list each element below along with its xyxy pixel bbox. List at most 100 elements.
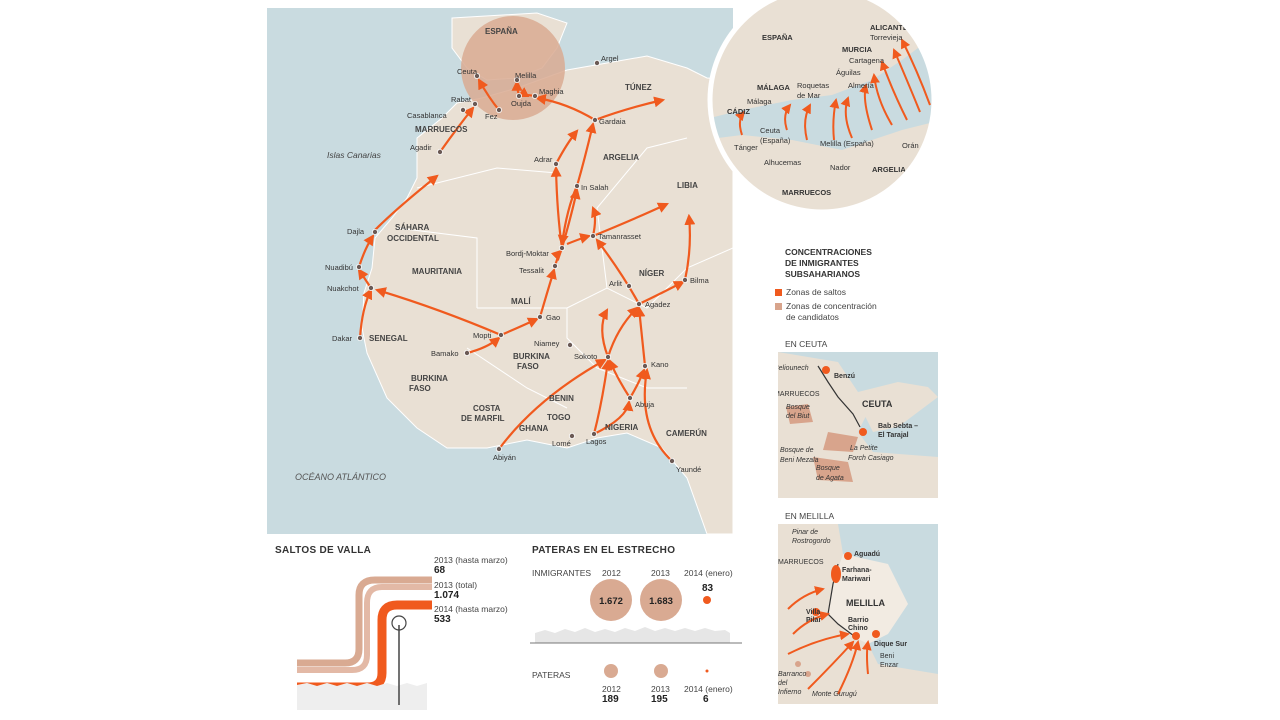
city-marker: [568, 432, 575, 439]
map-labels: ESPAÑATÚNEZMARRUECOSARGELIALIBIASÁHARAOC…: [325, 27, 710, 474]
islands-label: Islas Canarias: [327, 150, 382, 160]
migration-route: [595, 238, 640, 305]
country-label: FASO: [409, 384, 431, 393]
country-label: MALÍ: [511, 297, 531, 306]
city-label: Agadir: [410, 143, 432, 152]
imm-bubble-2014: [703, 596, 711, 604]
city-marker: [357, 334, 364, 341]
migration-route: [592, 202, 669, 238]
boat-value-2012: 189: [602, 694, 619, 705]
ceuta-label: Forch Casiago: [848, 455, 894, 462]
city-label: Fez: [485, 112, 498, 121]
city-label: Abuja: [635, 400, 655, 409]
city-label: Melilla: [515, 71, 537, 80]
melilla-route: [837, 640, 862, 695]
boat-value-2014: 6: [703, 694, 709, 705]
strait-label: ESPAÑA: [762, 33, 793, 42]
melilla-label: MARRUECOS: [778, 559, 824, 566]
imm-value-2013: 1.683: [649, 596, 673, 607]
melilla-route: [807, 640, 855, 690]
ocean-label: OCÉANO ATLÁNTICO: [295, 472, 386, 482]
melilla-label: Barranco: [778, 671, 807, 678]
imm-value-2014: 83: [702, 583, 714, 594]
melilla-label: Mariwari: [842, 576, 870, 583]
ceuta-label: Benzú: [834, 373, 855, 380]
country-label: MARRUECOS: [415, 125, 468, 134]
city-label: Gao: [546, 313, 560, 322]
city-label: Lomé: [552, 439, 571, 448]
country-label: MAURITANIA: [412, 267, 462, 276]
strait-label: Cartagena: [849, 56, 885, 65]
saltos-value: 68: [434, 565, 446, 576]
melilla-route: [787, 630, 850, 655]
city-marker: [356, 263, 363, 270]
saltos-value: 533: [434, 614, 451, 625]
legend-title-line: DE INMIGRANTES: [785, 258, 859, 268]
strait-route: [734, 110, 746, 136]
city-marker: [372, 228, 379, 235]
imm-year-2012: 2012: [602, 568, 621, 578]
migration-route: [606, 306, 639, 358]
city-label: Sokoto: [574, 352, 597, 361]
country-label: ESPAÑA: [485, 27, 518, 36]
ceuta-label: Bosque: [786, 404, 810, 411]
migration-route: [498, 358, 607, 450]
legend-item-jumps: Zonas de saltos: [775, 287, 846, 297]
country-label: FASO: [517, 362, 539, 371]
strait-route: [869, 73, 893, 126]
country-label: NIGERIA: [605, 423, 639, 432]
city-label: Ceuta: [457, 67, 478, 76]
city-label: In Salah: [581, 183, 609, 192]
ceuta-label: Bosque: [816, 465, 840, 472]
city-marker: [641, 362, 648, 369]
city-marker: [635, 300, 642, 307]
city-marker: [552, 160, 559, 167]
ceuta-label: del Biut: [786, 413, 810, 420]
city-label: Bilma: [690, 276, 710, 285]
melilla-label: del: [778, 680, 788, 687]
melilla-route: [861, 640, 872, 675]
city-label: Bamako: [431, 349, 459, 358]
imm-year-2013: 2013: [651, 568, 670, 578]
strait-route: [892, 48, 921, 113]
city-label: Tamanrasset: [598, 232, 642, 241]
city-label: Arlit: [609, 279, 623, 288]
city-marker: [566, 341, 573, 348]
migration-route: [634, 305, 647, 367]
imm-year-2014: 2014 (enero): [684, 568, 733, 578]
city-label: Maghia: [539, 87, 564, 96]
legend-title-line: SUBSAHARIANOS: [785, 269, 861, 279]
strait-label: ALICANTE: [870, 23, 908, 32]
country-label: BENIN: [549, 394, 574, 403]
boat-bubble-2013: [654, 664, 668, 678]
country-label: LIBIA: [677, 181, 698, 190]
pateras-chart: 1.672 1.683: [530, 579, 742, 678]
country-label: TOGO: [547, 413, 570, 422]
strait-label: Melilla (España): [820, 139, 874, 148]
immigrants-label: INMIGRANTES: [532, 568, 592, 578]
city-label: Gardaia: [599, 117, 627, 126]
city-marker: [536, 313, 543, 320]
ceuta-label: Beliounech: [778, 365, 809, 372]
legend-item-concentration: Zonas de concentración de candidatos: [775, 301, 877, 323]
migration-route: [500, 317, 539, 337]
city-marker: [589, 232, 596, 239]
strait-inset: ESPAÑAALICANTETorreviejaMURCIACartagenaÁ…: [707, 0, 937, 215]
city-label: Bordj-Moktar: [506, 249, 549, 258]
city-label: Agadez: [645, 300, 671, 309]
strait-label: CÁDIZ: [727, 107, 750, 116]
melilla-route: [792, 611, 830, 635]
city-marker: [590, 430, 597, 437]
melilla-inset-title: EN MELILLA: [785, 511, 835, 521]
country-label: SENEGAL: [369, 334, 408, 343]
saltos-chart: [297, 576, 432, 710]
ceuta-label: Beni Mezala: [780, 457, 819, 464]
country-label: SÁHARA: [395, 223, 429, 232]
migration-route: [594, 96, 666, 122]
strait-route: [901, 38, 931, 106]
saltos-title: SALTOS DE VALLA: [275, 545, 372, 556]
melilla-label: Rostrogordo: [792, 538, 831, 545]
routes: [357, 78, 696, 462]
city-marker: [626, 394, 633, 401]
migration-route: [466, 336, 501, 355]
